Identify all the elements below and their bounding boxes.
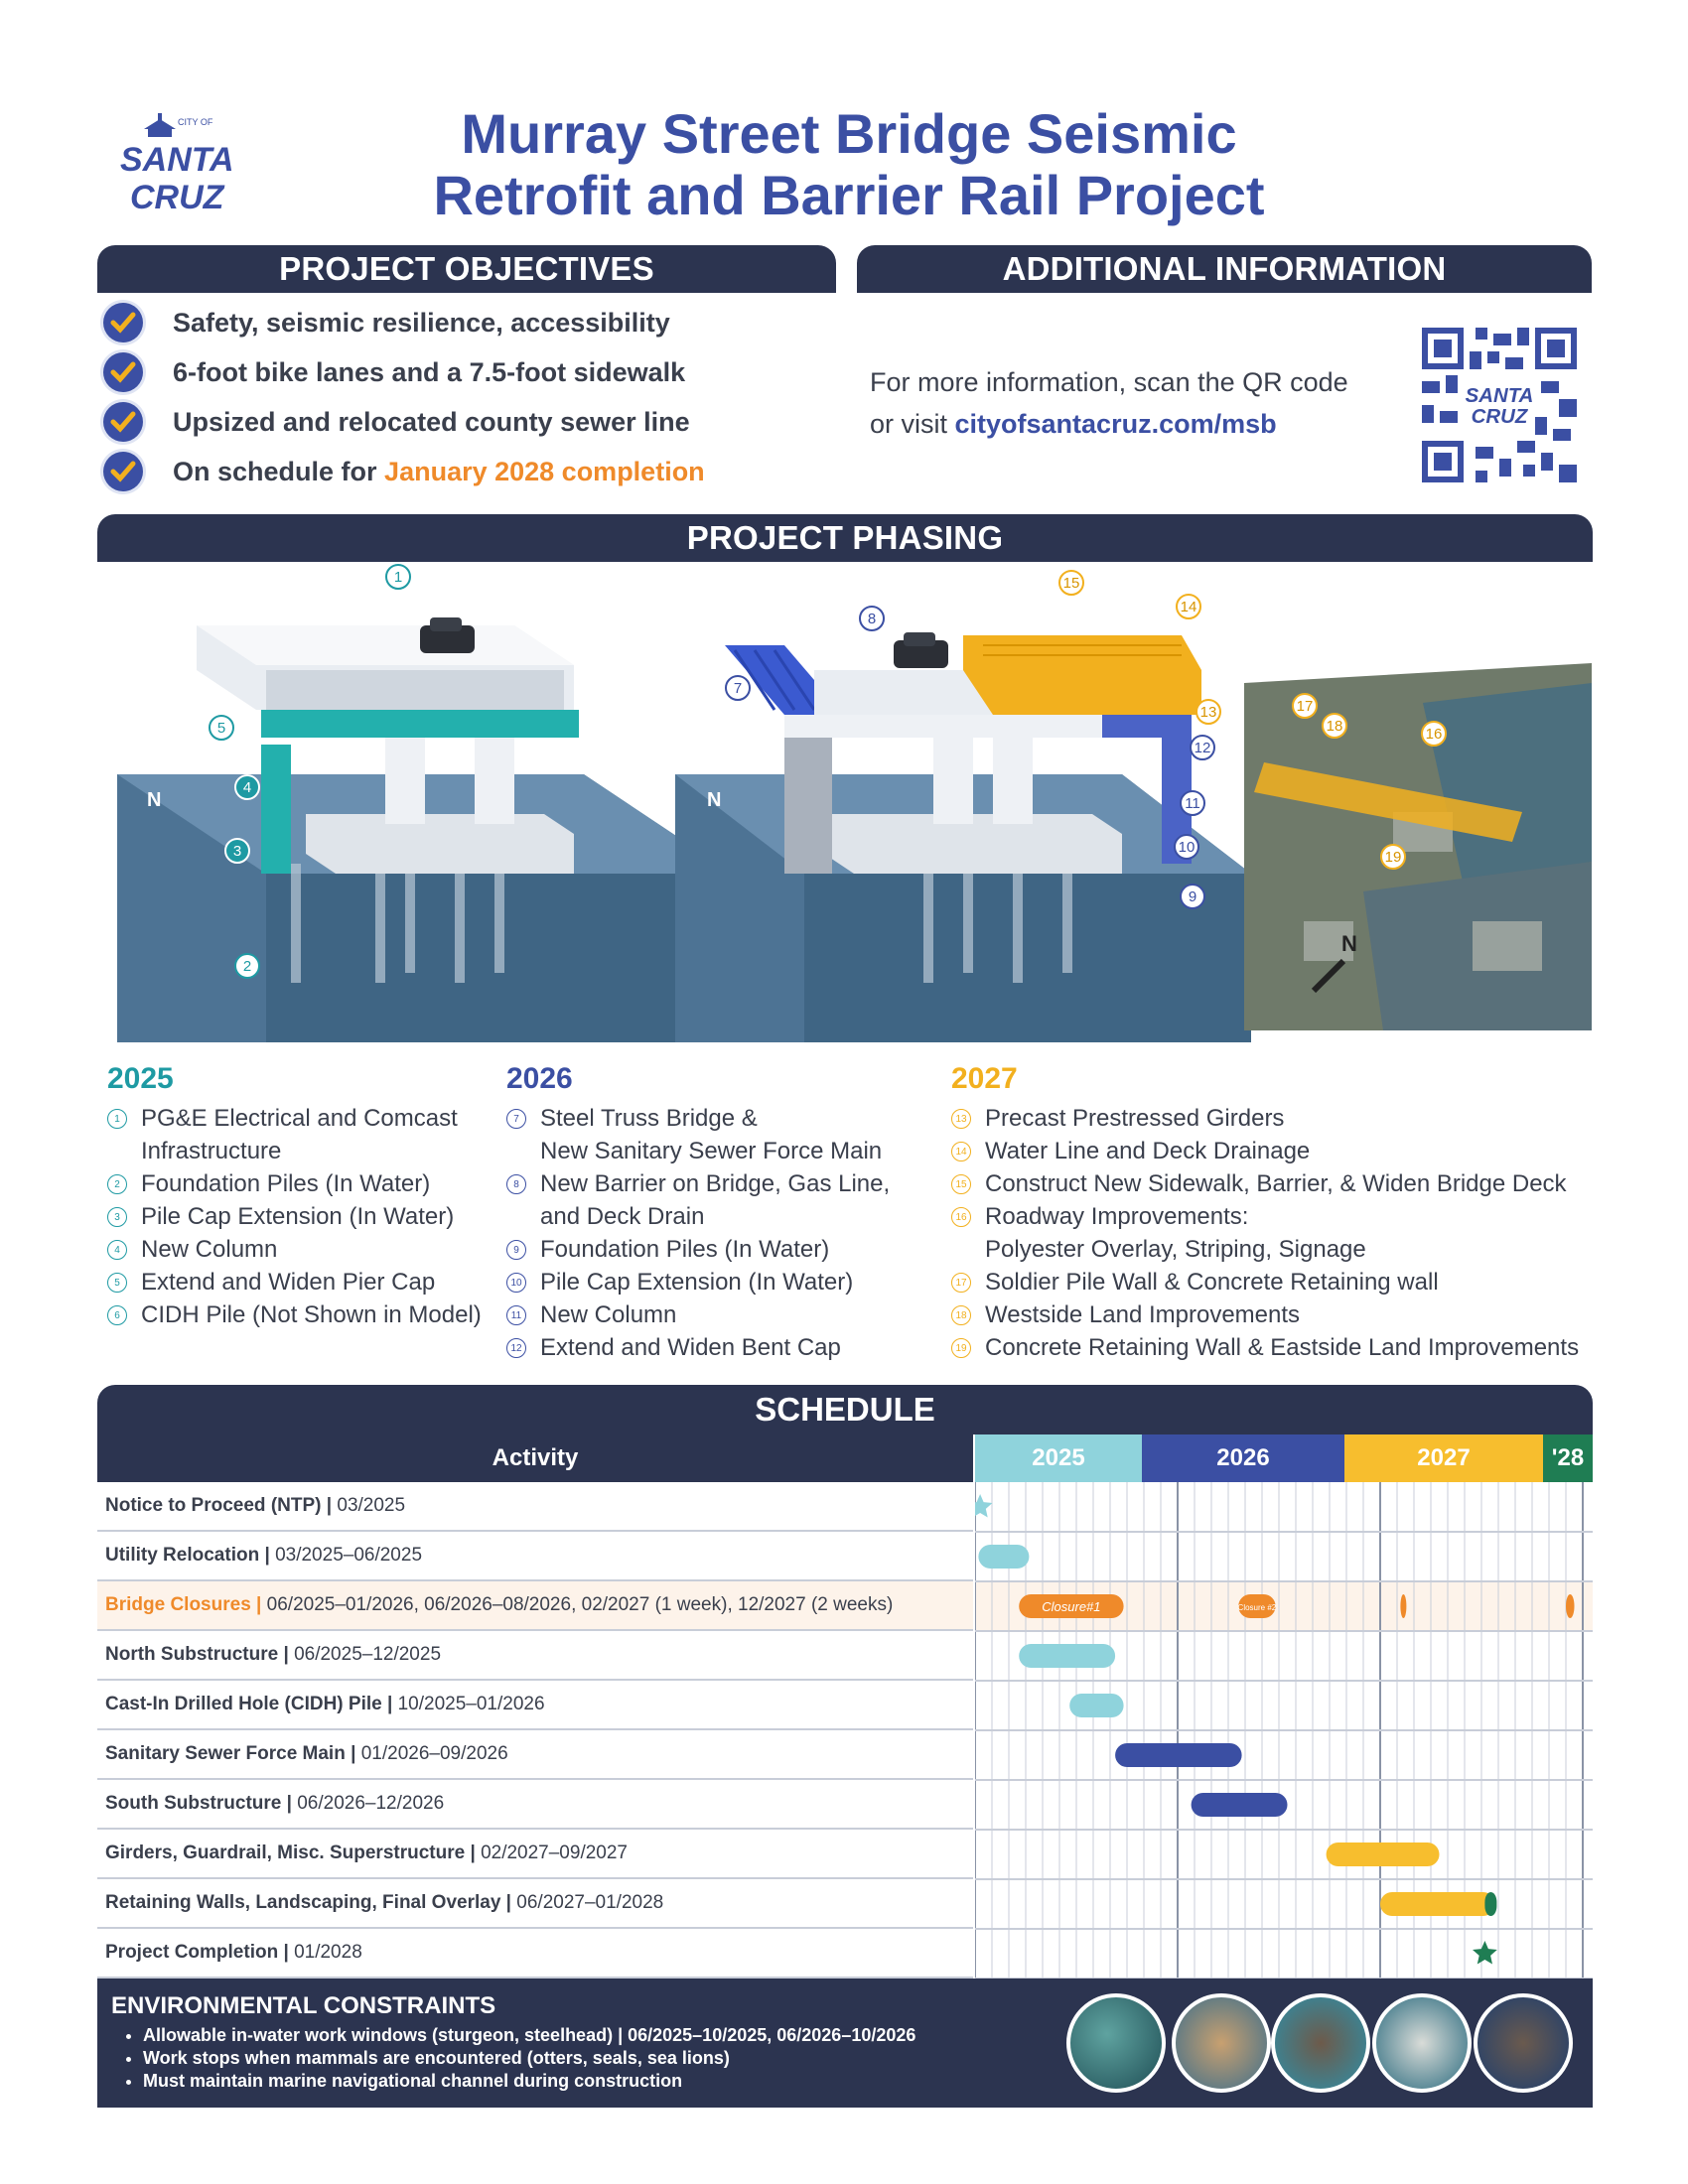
schedule-header: SCHEDULE xyxy=(97,1385,1593,1434)
year-2028-header: '28 xyxy=(1543,1434,1593,1482)
table-row: Sanitary Sewer Force Main | 01/2026–09/2… xyxy=(97,1730,973,1780)
retaining-walls-bar xyxy=(1380,1892,1495,1916)
year-2026-header: 2026 xyxy=(1142,1434,1344,1482)
callout-13: 13 xyxy=(1196,699,1221,725)
environment-list: Allowable in-water work windows (sturgeo… xyxy=(117,2024,1136,2093)
qr-code-icon[interactable]: SANTA CRUZ xyxy=(1422,328,1577,482)
callout-15: 15 xyxy=(1058,570,1084,596)
svg-text:CRUZ: CRUZ xyxy=(1472,406,1529,428)
svg-text:CRUZ: CRUZ xyxy=(130,179,225,216)
table-row: Project Completion | 01/2028 xyxy=(97,1929,973,1979)
completion-milestone-star xyxy=(1473,1941,1497,1965)
year-2025-header: 2025 xyxy=(975,1434,1142,1482)
environment-panel: ENVIRONMENTAL CONSTRAINTS Allowable in-w… xyxy=(97,1979,1593,2108)
svg-text:N: N xyxy=(1341,931,1357,956)
environment-title: ENVIRONMENTAL CONSTRAINTS xyxy=(111,1992,496,2019)
closure-3-bar xyxy=(1400,1594,1407,1618)
activity-header: Activity xyxy=(97,1434,973,1482)
girders-bar xyxy=(1326,1843,1440,1866)
gantt-row-bg xyxy=(975,1482,1593,1532)
retaining-walls-end xyxy=(1484,1892,1497,1916)
callout-3: 3 xyxy=(224,838,250,864)
table-row: Cast-In Drilled Hole (CIDH) Pile | 10/20… xyxy=(97,1681,973,1730)
callout-14: 14 xyxy=(1176,594,1201,619)
closure-2-bar xyxy=(1238,1594,1276,1618)
svg-text:SANTA: SANTA xyxy=(120,141,233,179)
gantt-row-bg xyxy=(975,1730,1593,1780)
checkmark-icon xyxy=(103,303,143,342)
sewer-force-main-bar xyxy=(1115,1743,1242,1767)
sea-lion-photo xyxy=(1474,1993,1573,2093)
aerial-map: N 17 18 16 19 xyxy=(1244,663,1592,1030)
callout-18: 18 xyxy=(1322,713,1347,739)
city-logo: CITY OF SANTA CRUZ xyxy=(114,111,234,220)
callout-11: 11 xyxy=(1180,790,1205,816)
closure-4-bar xyxy=(1566,1594,1575,1618)
cidh-pile-bar xyxy=(1069,1694,1124,1717)
gantt-row-bg xyxy=(975,1532,1593,1581)
south-substructure-bar xyxy=(1191,1793,1288,1817)
table-row: Notice to Proceed (NTP) | 03/2025 xyxy=(97,1482,973,1532)
gantt-row-bg xyxy=(975,1830,1593,1879)
table-row: South Substructure | 06/2026–12/2026 xyxy=(97,1780,973,1830)
svg-text:SANTA: SANTA xyxy=(1466,385,1534,407)
callout-2: 2 xyxy=(234,953,260,979)
gantt-grid: Closure#1 Closure #2 xyxy=(967,1482,1601,1979)
objective-item: Safety, seismic resilience, accessibilit… xyxy=(103,298,838,347)
additional-info-header: ADDITIONAL INFORMATION xyxy=(857,245,1592,293)
closure-2-label: Closure #2 xyxy=(1238,1603,1277,1612)
table-row: Utility Relocation | 03/2025–06/2025 xyxy=(97,1532,973,1581)
sturgeon-photo xyxy=(1066,1993,1166,2093)
year-2027-header: 2027 xyxy=(1344,1434,1543,1482)
callout-4: 4 xyxy=(234,774,260,800)
checkmark-icon xyxy=(103,452,143,491)
callout-16: 16 xyxy=(1421,721,1447,747)
table-row: Girders, Guardrail, Misc. Superstructure… xyxy=(97,1830,973,1879)
objectives-header: PROJECT OBJECTIVES xyxy=(97,245,836,293)
callout-1: 1 xyxy=(385,564,411,590)
objective-item: Upsized and relocated county sewer line xyxy=(103,397,838,447)
completion-date: January 2028 completion xyxy=(384,456,705,486)
gantt-row-bg xyxy=(975,1879,1593,1929)
table-row: Bridge Closures | 06/2025–01/2026, 06/20… xyxy=(97,1581,973,1631)
north-arrow-icon: N xyxy=(147,789,162,811)
objectives-list: Safety, seismic resilience, accessibilit… xyxy=(103,298,838,496)
closure-1-bar xyxy=(1019,1594,1124,1618)
north-arrow-icon: N xyxy=(707,789,722,811)
objective-item: On schedule for January 2028 completion xyxy=(103,447,838,496)
checkmark-icon xyxy=(103,352,143,392)
callout-12: 12 xyxy=(1190,735,1215,760)
callout-17: 17 xyxy=(1292,693,1318,719)
table-row: Retaining Walls, Landscaping, Final Over… xyxy=(97,1879,973,1929)
gantt-row-bg xyxy=(975,1681,1593,1730)
phasing-header: PROJECT PHASING xyxy=(97,514,1593,562)
objective-item: 6-foot bike lanes and a 7.5-foot sidewal… xyxy=(103,347,838,397)
otter-photo xyxy=(1271,1993,1370,2093)
svg-text:CITY OF: CITY OF xyxy=(178,117,213,127)
callout-5: 5 xyxy=(209,715,234,741)
callout-7: 7 xyxy=(725,675,751,701)
closure-1-label: Closure#1 xyxy=(1042,1599,1100,1614)
steelhead-photo xyxy=(1172,1993,1271,2093)
bridge-model-2026-2027: 8 7 12 11 10 9 15 14 13 N xyxy=(665,570,1261,1042)
table-row: North Substructure | 06/2025–12/2025 xyxy=(97,1631,973,1681)
info-text: For more information, scan the QR code o… xyxy=(870,367,1348,439)
checkmark-icon xyxy=(103,402,143,442)
bridge-model-2025: 1 5 4 3 2 N xyxy=(97,564,753,1042)
gantt-row-bg xyxy=(975,1929,1593,1979)
page-title: Murray Street Bridge Seismic Retrofit an… xyxy=(433,102,1265,226)
north-substructure-bar xyxy=(1019,1644,1116,1668)
callout-19: 19 xyxy=(1380,844,1406,870)
callout-8: 8 xyxy=(859,606,885,631)
seal-photo xyxy=(1372,1993,1472,2093)
utility-relocation-bar xyxy=(978,1545,1030,1569)
callout-9: 9 xyxy=(1180,884,1205,909)
callout-10: 10 xyxy=(1174,834,1199,860)
website-link[interactable]: cityofsantacruz.com/msb xyxy=(954,409,1277,439)
